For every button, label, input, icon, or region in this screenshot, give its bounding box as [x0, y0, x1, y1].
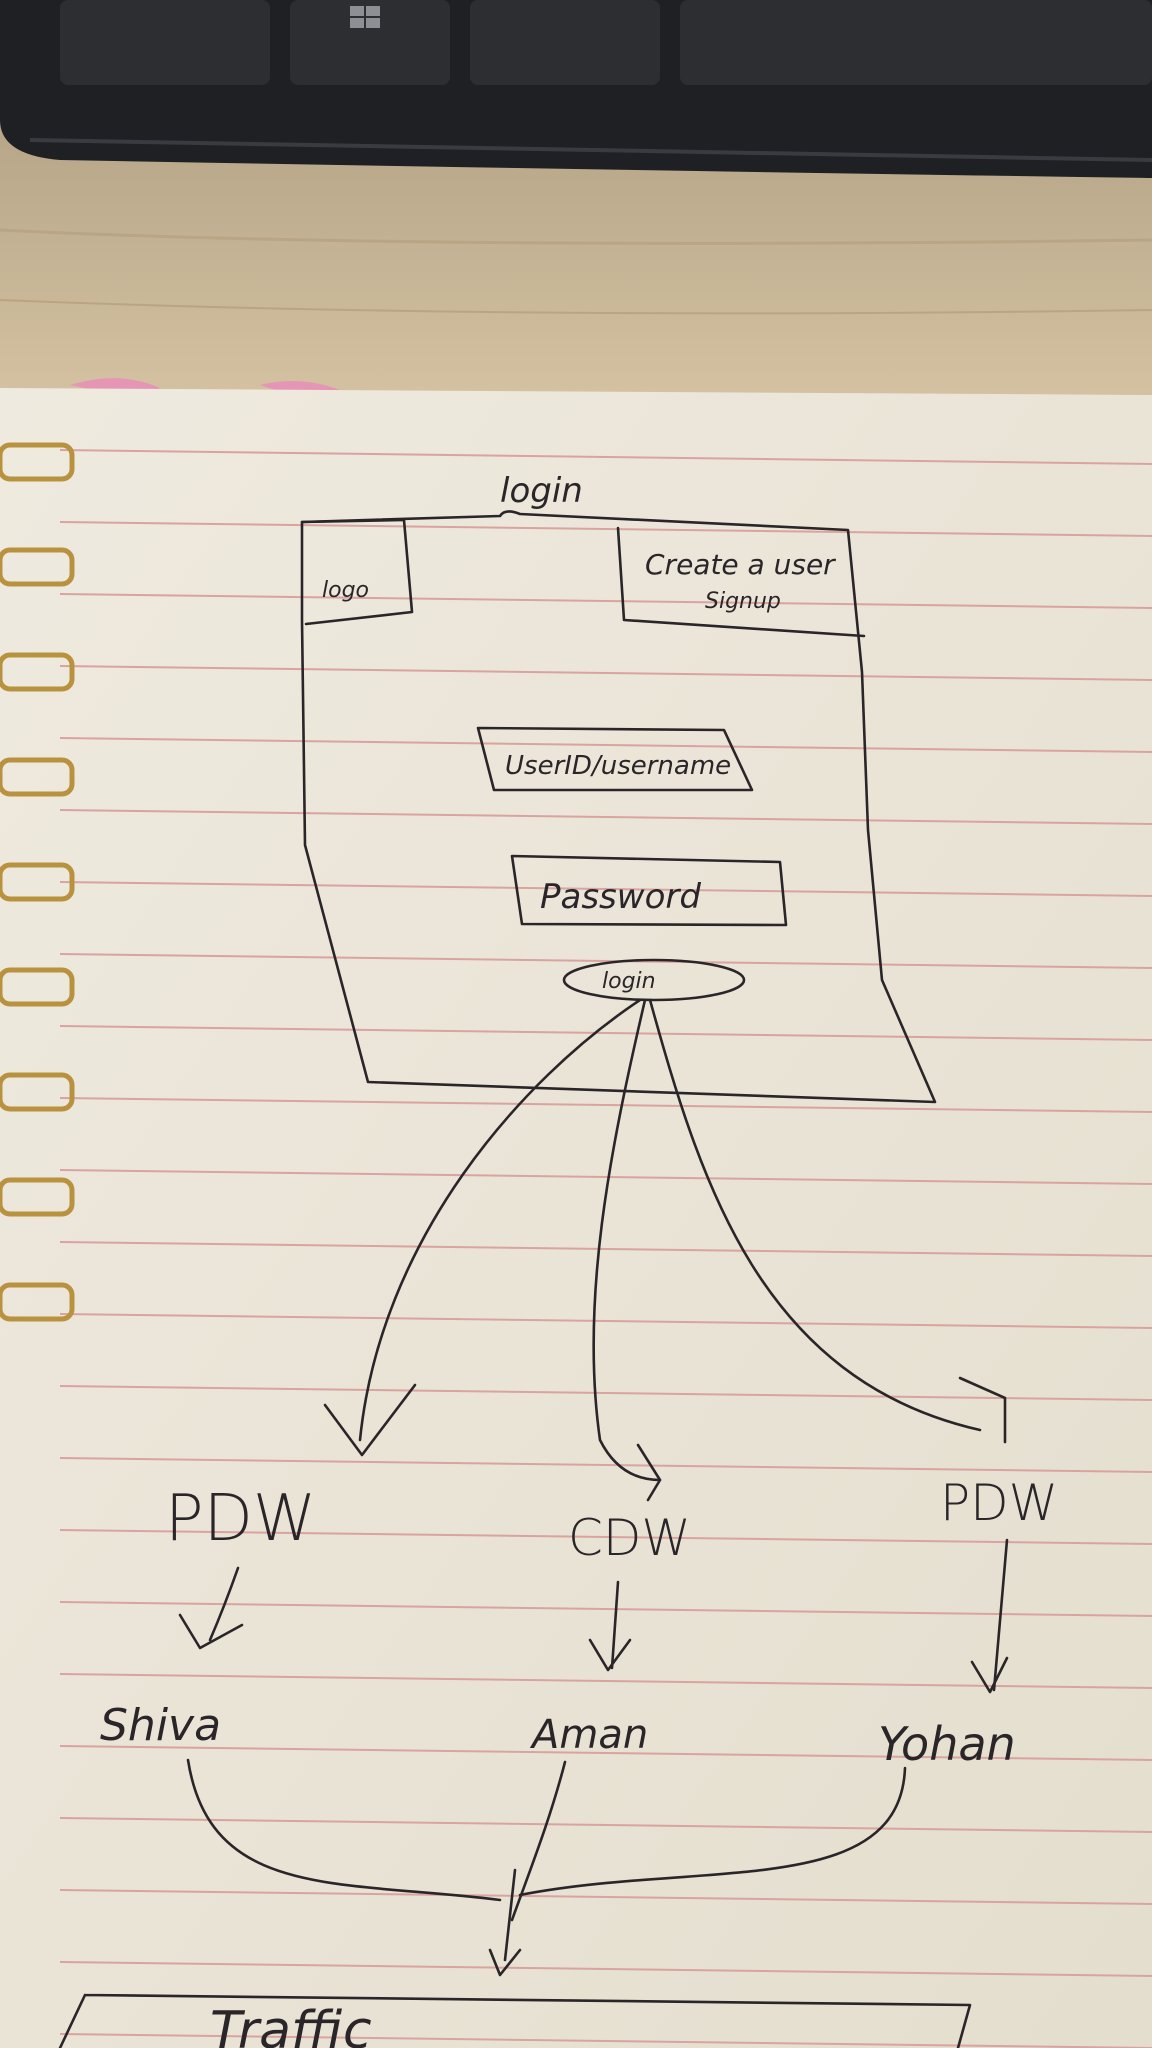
- ruled-line: [59, 1889, 1152, 1905]
- sketch-title: login: [500, 471, 583, 511]
- ruled-line: [59, 1745, 1152, 1761]
- ruled-line: [59, 1313, 1152, 1329]
- spiral-ring: [0, 1282, 75, 1322]
- spiral-ring: [0, 1177, 75, 1217]
- ruled-line: [59, 1601, 1152, 1617]
- ruled-line: [59, 593, 1152, 609]
- person-label-yohan: Yohan: [878, 1717, 1016, 1771]
- ruled-line: [59, 881, 1152, 897]
- ruled-line: [59, 1385, 1152, 1401]
- ruled-line: [59, 737, 1152, 753]
- notebook-page: [0, 388, 1152, 2048]
- bottom-box-label: Traffic: [210, 2001, 372, 2048]
- ruled-line: [59, 1673, 1152, 1689]
- ruled-line: [59, 1817, 1152, 1833]
- ruled-line: [59, 1025, 1152, 1041]
- ruled-line: [59, 1529, 1152, 1545]
- password-box: [510, 854, 788, 927]
- wireframe-sketch: [58, 510, 1009, 2048]
- role-label-center: CDW: [568, 1509, 691, 1567]
- ruled-lines: [59, 449, 1152, 2048]
- ruled-line: [59, 2033, 1152, 2048]
- ruled-line: [59, 809, 1152, 825]
- ruled-line: [59, 449, 1152, 465]
- bottom-box: [58, 1993, 972, 2048]
- logo-label: logo: [322, 578, 369, 603]
- login-button-label: login: [602, 969, 656, 994]
- spiral-ring: [0, 757, 75, 797]
- ruled-line: [59, 953, 1152, 969]
- logo-box: [300, 518, 414, 626]
- login-screen-frame: [300, 510, 937, 1104]
- ruled-line: [59, 1097, 1152, 1113]
- spiral-ring: [0, 652, 75, 692]
- keyboard: [0, 0, 1152, 178]
- login-button: [562, 958, 746, 1002]
- spiral-ring: [0, 1072, 75, 1112]
- signup-label: Signup: [705, 589, 781, 614]
- role-label-left: PDW: [165, 1482, 316, 1556]
- person-label-shiva: Shiva: [100, 1700, 221, 1751]
- password-label: Password: [540, 877, 701, 917]
- ruled-line: [59, 1241, 1152, 1257]
- user-id-box: [476, 726, 754, 792]
- spiral-ring: [0, 862, 75, 902]
- windows-key-icon: [350, 6, 380, 28]
- person-label-aman: Aman: [529, 1712, 648, 1758]
- spiral-ring: [0, 967, 75, 1007]
- ruled-line: [59, 521, 1152, 537]
- role-label-right: PDW: [940, 1474, 1058, 1532]
- user-id-label: UserID/username: [505, 751, 731, 781]
- create-account-label: Create a user: [645, 548, 836, 581]
- spiral-ring: [0, 442, 75, 482]
- spiral-binding: [0, 442, 75, 1322]
- ruled-line: [59, 1457, 1152, 1473]
- ruled-line: [59, 665, 1152, 681]
- create-account-box: [616, 526, 866, 638]
- ruled-line: [59, 1169, 1152, 1185]
- ruled-line: [59, 1961, 1152, 1977]
- spiral-ring: [0, 547, 75, 587]
